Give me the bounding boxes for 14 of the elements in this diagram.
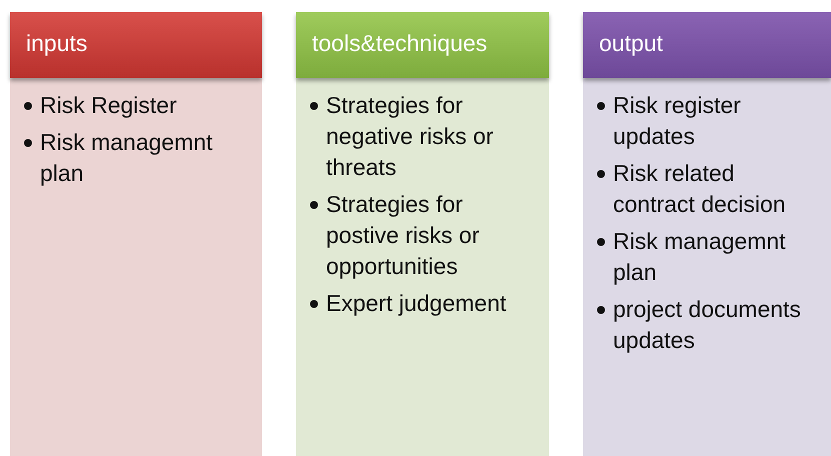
bullet-item: Expert judgement xyxy=(326,289,508,318)
column-header: inputs xyxy=(10,12,262,78)
bullet-item: Risk Register xyxy=(40,91,178,120)
bullet-item: Strategies for postive risks or opportunities xyxy=(326,190,480,281)
column-header: tools&techniques xyxy=(296,12,549,78)
column-panel xyxy=(583,78,831,456)
column-panel xyxy=(296,78,549,456)
bullet-item: project documents updates xyxy=(613,295,802,355)
bullet-item: Risk related contract decision xyxy=(613,159,787,219)
column-panel xyxy=(10,78,262,456)
column-header: output xyxy=(583,12,831,78)
bullet-item: Strategies for negative risks or threats xyxy=(326,91,494,182)
bullet-item: Risk register updates xyxy=(613,91,742,151)
bullet-item: Risk managemnt plan xyxy=(40,128,214,188)
